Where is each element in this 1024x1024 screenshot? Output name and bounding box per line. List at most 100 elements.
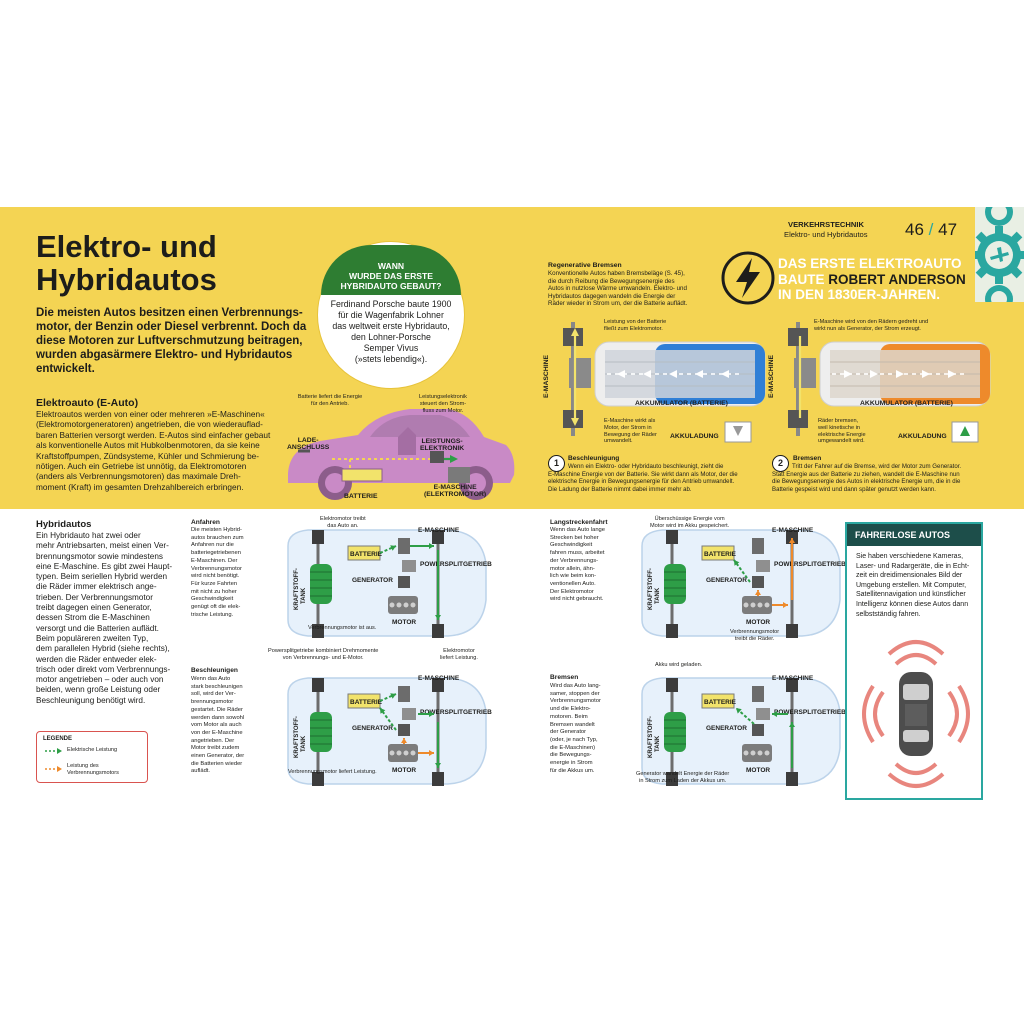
step-number-2: 2: [772, 455, 789, 472]
engine-cylinder: [743, 750, 749, 756]
wheel: [432, 772, 444, 786]
emachine-block: [398, 686, 410, 702]
engine-cylinder: [389, 602, 395, 608]
label-emaschine-1: E-MASCHINE: [543, 354, 550, 398]
page-numbers: 46 / 47: [905, 220, 958, 239]
flow-to-front-wheel-head: [429, 543, 434, 549]
wheel: [666, 530, 678, 544]
label-powersplit: POWERSPLITGETRIEBE: [420, 709, 492, 716]
callout-2a: E-Maschine wird von den Rädern gedreht u…: [814, 319, 929, 332]
flow-generator-to-battery-head: [736, 708, 742, 714]
legend-arrows: [45, 748, 62, 772]
emachine-block: [752, 538, 764, 554]
label-generator: GENERATOR: [706, 725, 747, 732]
wheel: [432, 530, 444, 544]
label-tank: KRAFTSTOFF-TANK: [294, 568, 307, 610]
wheel: [786, 678, 798, 692]
legend-electric: Elektrische Leistung: [67, 747, 118, 753]
label-powersplit: POWERSPLITGETRIEBE: [774, 709, 846, 716]
self-driving-car-icon: [862, 640, 970, 788]
regen-heading: Regenerative Bremsen: [548, 262, 622, 269]
flow-engine-to-generator-head: [401, 738, 407, 743]
battery-diagram-brake: [788, 322, 991, 443]
label-motor: MOTOR: [746, 767, 770, 774]
label-motor: MOTOR: [392, 767, 416, 774]
flow-battery-to-emachine-head: [390, 545, 396, 551]
intro-text: Die meisten Autos besitzen einen Verbren…: [36, 307, 307, 375]
label-tank: KRAFTSTOFF-TANK: [648, 716, 661, 758]
label-generator: GENERATOR: [352, 577, 393, 584]
note-panel2-bottom: Verbrennungsmotor liefert Leistung.: [288, 769, 377, 775]
label-emachine: E-MASCHINE: [772, 527, 814, 534]
wheel: [432, 624, 444, 638]
label-generator: GENERATOR: [352, 725, 393, 732]
label-akkuladung-1: AKKULADUNG: [670, 433, 719, 440]
flow-wheels-to-powersplit-head: [772, 711, 777, 717]
wheel: [312, 530, 324, 544]
label-battery: BATTERIE: [704, 551, 737, 558]
label-emaschine-2: E-MASCHINE: [768, 354, 775, 398]
legend-title: LEGENDE: [43, 736, 73, 742]
label-motor: MOTOR: [392, 619, 416, 626]
flow-battery-to-emachine-head: [390, 693, 396, 699]
fuel-tank: [310, 712, 332, 752]
wheel: [432, 678, 444, 692]
step1-text: Wenn ein Elektro- oder Hybridauto beschl…: [548, 463, 738, 493]
engine-cylinder: [403, 750, 409, 756]
hybrid-diagram-2: KRAFTSTOFF-TANKBATTERIEE-MASCHINEPOWERSP…: [287, 675, 492, 786]
label-batterie: BATTERIE: [344, 493, 378, 500]
label-powersplit: POWERSPLITGETRIEBE: [774, 561, 846, 568]
label-motor: MOTOR: [746, 619, 770, 626]
engine-cylinder: [764, 602, 770, 608]
step2-title: Bremsen: [793, 455, 822, 462]
label-battery: BATTERIE: [704, 699, 737, 706]
wheel: [786, 530, 798, 544]
engine-block: [388, 744, 418, 762]
generator-block: [398, 724, 410, 736]
legend: LEGENDE Elektrische Leistung Leistung de…: [36, 731, 148, 783]
label-ladeanschluss: LADE-ANSCHLUSS: [287, 437, 330, 451]
flow-battery-to-emachine: [379, 693, 397, 702]
label-emachine: E-MASCHINE: [418, 527, 460, 534]
engine-cylinder: [750, 602, 756, 608]
panel3-title: Langstreckenfahrt: [550, 519, 608, 526]
wheel: [312, 624, 324, 638]
engine-block: [388, 596, 418, 614]
generator-block: [398, 576, 410, 588]
step1-title: Beschleunigung: [568, 455, 620, 462]
label-powersplit: POWERSPLITGETRIEBE: [420, 561, 492, 568]
flow-front-axle-head: [789, 722, 795, 727]
flow-to-wheels-electric-head: [429, 711, 434, 717]
hybrid-diagram-3: KRAFTSTOFF-TANKBATTERIEE-MASCHINEPOWERSP…: [641, 527, 846, 638]
step2-text: Tritt der Fahrer auf die Bremse, wird de…: [772, 463, 962, 493]
powersplit-block: [756, 560, 770, 572]
note-panel1-bottom: Verbrennungsmotor ist aus.: [308, 625, 377, 631]
flow-generator-to-battery-head: [380, 708, 386, 714]
flow-battery-to-emachine: [379, 545, 397, 554]
engine-cylinder: [403, 602, 409, 608]
engine-cylinder: [396, 750, 402, 756]
electric-car-illustration: [288, 409, 515, 500]
flow-engine-to-wheels-head: [783, 602, 788, 608]
fuel-tank: [310, 564, 332, 604]
engine-cylinder: [396, 602, 402, 608]
wheel: [786, 624, 798, 638]
engine-block: [742, 744, 772, 762]
label-akku-2: AKKUMULATOR (BATTERIE): [860, 400, 953, 407]
label-battery: BATTERIE: [350, 699, 383, 706]
engine-cylinder: [750, 750, 756, 756]
wheel: [666, 678, 678, 692]
wheel: [666, 624, 678, 638]
panel1-title: Anfahren: [191, 519, 220, 526]
wheel: [312, 772, 324, 786]
